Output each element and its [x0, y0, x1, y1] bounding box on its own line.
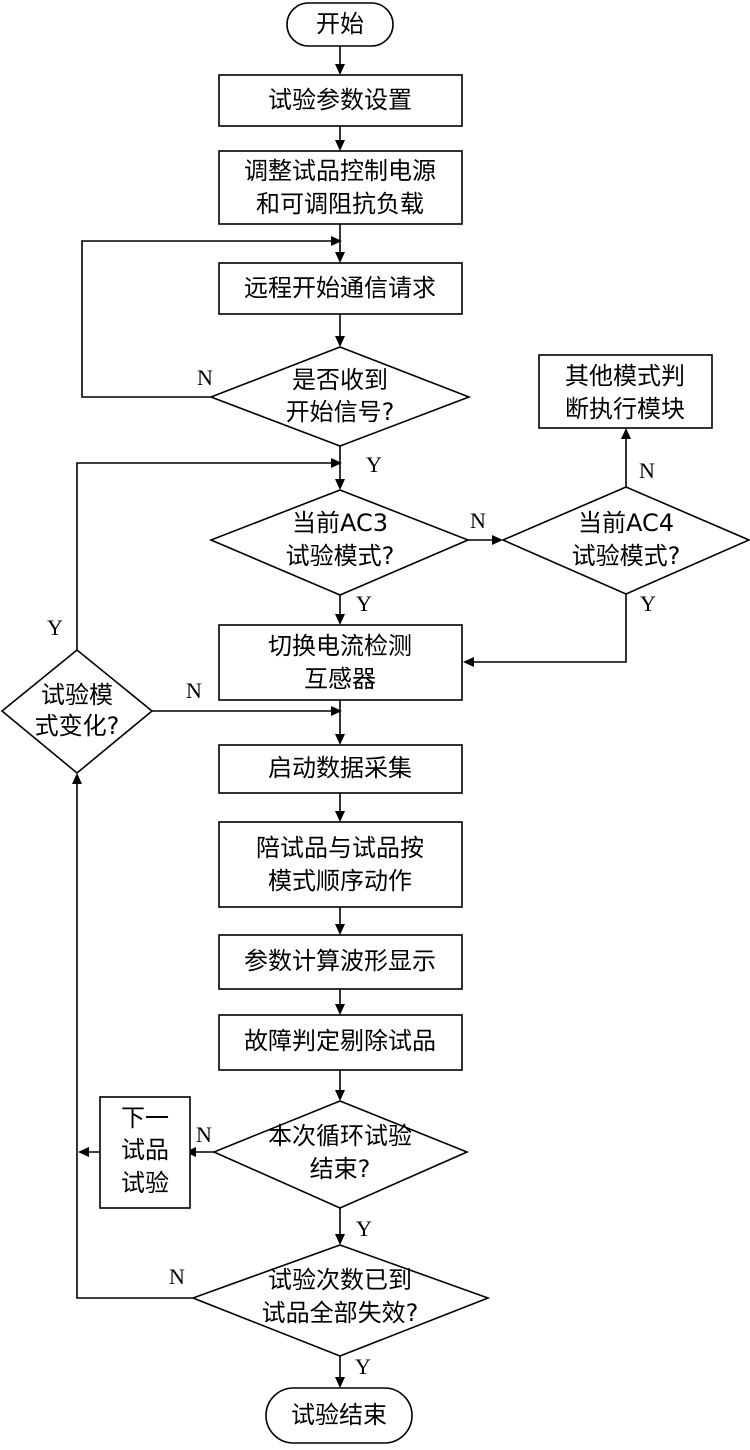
other-mode-line-1: 其他模式判: [565, 362, 685, 390]
received-start-line-2: 开始信号?: [286, 398, 395, 426]
label-no-mode-change: N: [186, 678, 202, 703]
arrowhead-down: [335, 614, 345, 625]
accompany-action-line-2: 模式顺序动作: [268, 867, 412, 895]
adjust-power-line-2: 和可调阻抗负载: [256, 190, 424, 218]
mode-change-line-1: 试验模: [41, 681, 113, 709]
mode-change-decision: 试验模 式变化?: [0, 648, 154, 775]
arrowhead-right: [331, 706, 342, 716]
label-no-ac3: N: [470, 508, 486, 533]
arrowhead-left: [78, 1147, 89, 1157]
arrowhead-up: [72, 773, 82, 784]
calc-display-label: 参数计算波形显示: [244, 947, 436, 975]
start-label: 开始: [316, 10, 364, 38]
arrowhead-right: [331, 236, 342, 246]
arrowhead-down: [335, 1004, 345, 1015]
label-yes-count: Y: [355, 1354, 371, 1379]
remote-request-label: 远程开始通信请求: [244, 274, 436, 302]
next-sample-box: 下一 试品 试验: [99, 1096, 191, 1209]
mode-change-line-2: 式变化?: [35, 712, 120, 740]
cycle-end-line-2: 结束?: [310, 1155, 371, 1183]
ac3-mode-line-2: 试验模式?: [286, 542, 395, 570]
set-params-label: 试验参数设置: [268, 86, 412, 114]
fault-remove-box: 故障判定剔除试品: [218, 1014, 463, 1071]
edge-modechange-yes-loop: [76, 462, 334, 650]
label-no-count: N: [169, 1264, 185, 1289]
ac3-mode-line-1: 当前AC3: [292, 509, 388, 537]
branch-labels: N Y N Y N Y Y N N Y N Y: [47, 365, 656, 1379]
connectors: [76, 46, 627, 1383]
start-acquisition-label: 启动数据采集: [268, 754, 412, 782]
arrowhead-right: [492, 535, 503, 545]
label-no-cycle: N: [196, 1122, 212, 1147]
accompany-action-line-1: 陪试品与试品按: [256, 834, 424, 862]
calc-display-box: 参数计算波形显示: [218, 934, 463, 990]
arrowhead-down: [335, 1090, 345, 1101]
end-terminal: 试验结束: [265, 1387, 413, 1444]
arrowhead-down: [335, 64, 345, 75]
remote-request-box: 远程开始通信请求: [218, 262, 463, 315]
edge-ac4-yes-to-switch: [469, 594, 627, 663]
label-yes-cycle: Y: [356, 1216, 372, 1241]
ac4-mode-line-2: 试验模式?: [572, 542, 681, 570]
label-yes-ac3: Y: [356, 591, 372, 616]
arrowhead-down: [335, 924, 345, 935]
label-no-ac4: N: [639, 458, 655, 483]
label-yes-ac4: Y: [640, 591, 656, 616]
next-sample-line-3: 试验: [121, 1169, 169, 1197]
arrowhead-up: [621, 428, 631, 439]
start-acquisition-box: 启动数据采集: [218, 744, 463, 794]
end-label: 试验结束: [291, 1401, 387, 1429]
edge-count-no-loop: [76, 778, 193, 1299]
ac4-mode-decision: 当前AC4 试验模式?: [500, 486, 750, 595]
arrowhead-down: [335, 811, 345, 822]
arrowhead-down: [335, 734, 345, 745]
label-yes-mode-change: Y: [47, 615, 63, 640]
arrowhead-down: [335, 479, 345, 490]
adjust-power-box: 调整试品控制电源 和可调阻抗负载: [218, 150, 463, 225]
arrowheads: [72, 64, 631, 1388]
ac4-mode-line-1: 当前AC4: [578, 509, 674, 537]
arrowhead-down: [335, 252, 345, 263]
received-start-line-1: 是否收到: [292, 366, 388, 394]
switch-ct-line-2: 互感器: [304, 665, 376, 693]
start-terminal: 开始: [286, 2, 394, 47]
label-no-received: N: [197, 365, 213, 390]
label-yes-received: Y: [366, 452, 382, 477]
switch-ct-line-1: 切换电流检测: [268, 632, 412, 660]
arrowhead-left: [463, 657, 474, 667]
arrowhead-down: [335, 140, 345, 151]
count-reached-decision: 试验次数已到 试品全部失效?: [190, 1244, 491, 1357]
next-sample-line-2: 试品: [121, 1136, 169, 1164]
fault-remove-label: 故障判定剔除试品: [244, 1027, 436, 1055]
adjust-power-line-1: 调整试品控制电源: [244, 157, 436, 185]
edge-received-no-loop: [81, 240, 334, 398]
arrowhead-right: [331, 458, 342, 468]
arrowhead-down: [335, 1377, 345, 1388]
count-reached-line-2: 试品全部失效?: [262, 1299, 419, 1327]
arrowhead-down: [335, 1234, 345, 1245]
other-mode-box: 其他模式判 断执行模块: [538, 354, 713, 429]
accompany-action-box: 陪试品与试品按 模式顺序动作: [218, 821, 463, 908]
received-start-decision: 是否收到 开始信号?: [208, 346, 472, 447]
count-reached-line-1: 试验次数已到: [268, 1266, 412, 1294]
set-params-box: 试验参数设置: [218, 74, 463, 127]
next-sample-line-1: 下一: [121, 1104, 169, 1132]
switch-ct-box: 切换电流检测 互感器: [218, 624, 463, 701]
other-mode-line-2: 断执行模块: [565, 395, 685, 423]
arrowhead-down: [335, 336, 345, 347]
cycle-end-line-1: 本次循环试验: [268, 1122, 412, 1150]
ac3-mode-decision: 当前AC3 试验模式?: [208, 489, 471, 596]
cycle-end-decision: 本次循环试验 结束?: [211, 1100, 470, 1209]
